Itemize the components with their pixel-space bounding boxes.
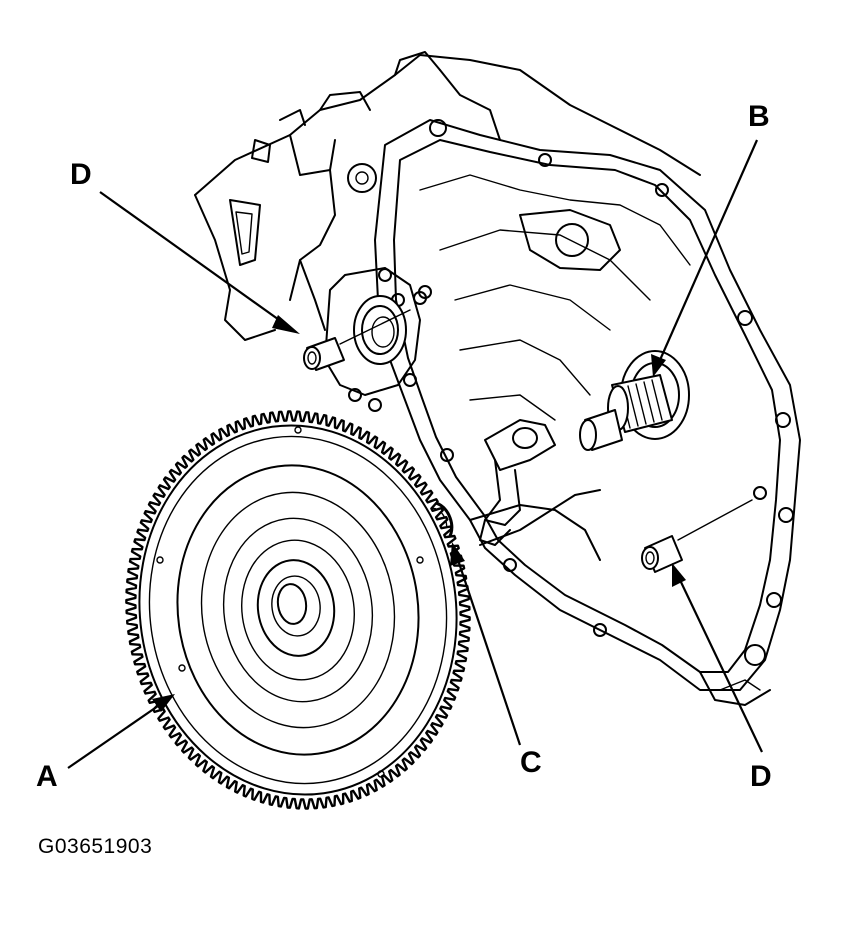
leader-a	[67, 705, 159, 769]
callout-b: B	[748, 100, 770, 133]
crankshaft-seal	[324, 267, 432, 412]
callout-d-left: D	[70, 158, 92, 191]
leader-c	[456, 559, 522, 746]
callout-leaders	[67, 139, 763, 769]
input-shaft	[579, 350, 690, 451]
engine-block	[194, 51, 701, 341]
dowel-pin-right	[641, 499, 753, 573]
dowel-pin-left	[303, 291, 427, 371]
release-fork	[479, 419, 601, 546]
figure-code: G03651903	[38, 835, 153, 858]
callout-c: C	[520, 746, 542, 779]
flywheel	[125, 410, 471, 810]
leader-d-right	[679, 579, 763, 753]
leader-d-left	[99, 191, 283, 323]
transmission-housing	[374, 119, 801, 706]
callout-a: A	[36, 760, 58, 793]
callout-d-right: D	[750, 760, 772, 793]
leader-b	[658, 139, 759, 361]
